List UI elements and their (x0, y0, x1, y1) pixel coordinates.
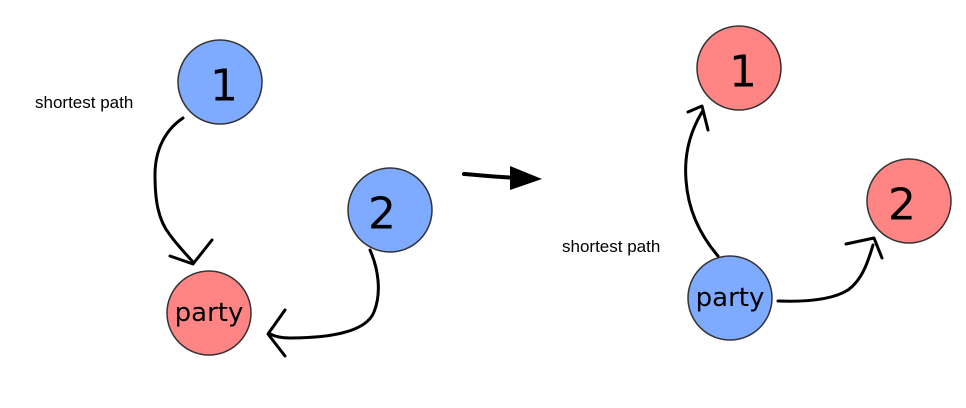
right-node-1: 1 (696, 25, 782, 111)
left-node-1-label: 1 (210, 61, 238, 112)
left-node-2-label: 2 (368, 189, 396, 240)
left-shortest-path-label: shortest path (35, 93, 133, 112)
left-node-2: 2 (347, 167, 433, 253)
right-graph: 1 2 party shortest path (562, 25, 952, 341)
left-graph: 1 2 party shortest path (35, 39, 433, 358)
left-edge-2-to-party (268, 248, 380, 340)
left-edge-1-to-party-arrowhead (168, 238, 214, 266)
right-node-1-circle (696, 25, 782, 111)
right-node-party: party (687, 255, 773, 341)
left-node-1-circle (177, 39, 263, 125)
right-node-2-label: 2 (888, 180, 916, 231)
right-node-party-circle (687, 255, 773, 341)
left-node-2-circle (347, 167, 433, 253)
left-edge-1-to-party (153, 116, 195, 264)
left-node-1: 1 (177, 39, 263, 125)
left-node-party-label: party (175, 298, 244, 328)
right-node-2-circle (866, 158, 952, 244)
right-node-2: 2 (866, 158, 952, 244)
right-edge-party-to-1 (684, 110, 720, 258)
right-node-1-label: 1 (729, 47, 757, 98)
right-edge-party-to-1-arrowhead (686, 104, 710, 132)
right-shortest-path-label: shortest path (562, 237, 660, 256)
right-edge-party-to-2 (776, 243, 875, 303)
left-node-party: party (166, 270, 252, 356)
transition-arrow-head (510, 166, 542, 190)
left-node-party-circle (166, 270, 252, 356)
right-node-party-label: party (696, 283, 765, 313)
transition-arrow (462, 166, 542, 190)
left-edge-2-to-party-arrowhead (266, 308, 287, 358)
right-edge-party-to-2-arrowhead (844, 236, 884, 260)
